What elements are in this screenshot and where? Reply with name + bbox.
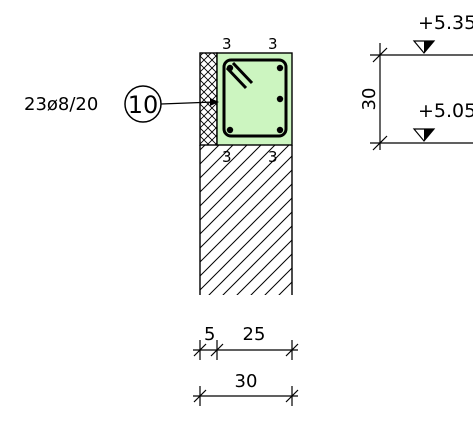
height-tick-top <box>372 47 388 63</box>
wall-below <box>200 145 292 295</box>
width-tick <box>285 343 299 357</box>
level-marker-top-fill <box>424 41 434 53</box>
callout-arrowhead <box>210 98 219 106</box>
callout-leader <box>160 101 215 105</box>
width-tick <box>193 389 207 403</box>
height-dim-text: 30 <box>359 88 380 111</box>
rebar-bar <box>276 95 284 103</box>
cover-label-bottom-right: 3 <box>268 148 278 166</box>
cover-label-bottom-left: 3 <box>222 148 232 166</box>
level-marker-bottom-fill <box>424 129 434 141</box>
rebar-label: 23ø8/20 <box>24 94 98 115</box>
stirrup <box>222 58 288 138</box>
insulation-strip <box>199 52 218 146</box>
level-bottom-text: +5.05 <box>418 100 473 122</box>
rebar-bar <box>276 64 284 72</box>
total-width-dim-text: 30 <box>235 371 258 392</box>
cover-label-top-right: 3 <box>268 35 278 53</box>
cover-label-top-left: 3 <box>222 35 232 53</box>
width-tick <box>210 343 224 357</box>
rebar-bar <box>226 126 234 134</box>
rebar-bar <box>226 64 234 72</box>
beam-width-dim-text: 25 <box>243 324 266 345</box>
stirrup-hook <box>225 61 254 90</box>
wall-outline <box>199 145 293 295</box>
bar-mark-number: 10 <box>128 91 159 119</box>
rebar-bar <box>276 126 284 134</box>
width-tick <box>193 343 207 357</box>
level-top-text: +5.35 <box>418 12 473 34</box>
insulation-dim-text: 5 <box>204 324 215 345</box>
width-tick <box>285 389 299 403</box>
height-tick-bottom <box>372 135 388 151</box>
